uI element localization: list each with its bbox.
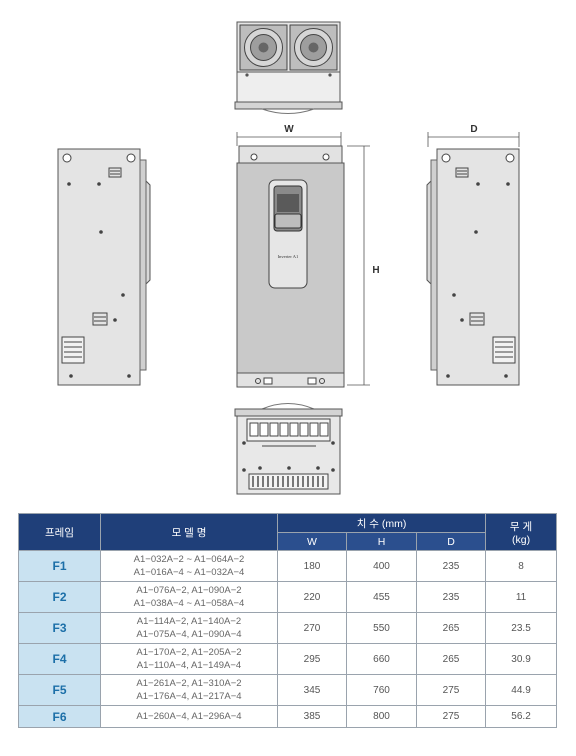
top-view bbox=[234, 21, 343, 114]
w-cell: 295 bbox=[277, 643, 347, 675]
bottom-view bbox=[234, 403, 343, 495]
model-line: A1−114A−2, A1−140A−2 bbox=[136, 616, 242, 627]
header-d: D bbox=[415, 532, 487, 551]
w-cell: 180 bbox=[277, 550, 347, 582]
header-frame: 프레임 bbox=[18, 513, 101, 551]
weight-cell: 56.2 bbox=[485, 705, 558, 728]
h-cell: 800 bbox=[346, 705, 417, 728]
h-cell: 455 bbox=[346, 581, 417, 613]
fan-left-icon bbox=[239, 24, 288, 71]
model-line: A1−170A−2, A1−205A−2 bbox=[136, 647, 242, 658]
header-w: W bbox=[277, 532, 347, 551]
header-model: 모 델 명 bbox=[100, 513, 278, 551]
weight-cell: 44.9 bbox=[485, 674, 558, 706]
inverter-outline-drawing: W Inverter A1 H bbox=[57, 21, 520, 495]
weight-cell: 30.9 bbox=[485, 643, 558, 675]
header-weight: 무 게 (kg) bbox=[485, 513, 558, 551]
header-weight-unit: (kg) bbox=[511, 533, 531, 546]
front-view: Inverter A1 bbox=[236, 145, 345, 388]
model-line: A1−076A−2, A1−090A−2 bbox=[136, 585, 242, 596]
dim-d-label: D bbox=[470, 124, 477, 135]
model-line: A1−176A−4, A1−217A−4 bbox=[136, 691, 242, 702]
h-cell: 760 bbox=[346, 674, 417, 706]
table-row: F6 A1−260A−4, A1−296A−4 385 800 275 56.2 bbox=[18, 705, 558, 728]
w-cell: 270 bbox=[277, 612, 347, 644]
d-cell: 265 bbox=[415, 612, 487, 644]
w-cell: 345 bbox=[277, 674, 347, 706]
width-dimension: W bbox=[236, 124, 342, 146]
weight-cell: 8 bbox=[485, 550, 558, 582]
frame-cell: F5 bbox=[18, 674, 101, 706]
d-cell: 275 bbox=[415, 674, 487, 706]
dimensions-table: 프레임 모 델 명 치 수 (mm) 무 게 (kg) W H D F1 A1−… bbox=[18, 513, 558, 728]
fan-right-icon bbox=[289, 24, 338, 71]
dim-w-label: W bbox=[284, 124, 294, 135]
d-cell: 265 bbox=[415, 643, 487, 675]
depth-dimension: D bbox=[427, 124, 520, 147]
frame-cell: F4 bbox=[18, 643, 101, 675]
d-cell: 235 bbox=[415, 550, 487, 582]
h-cell: 400 bbox=[346, 550, 417, 582]
table-subheader-row: W H D bbox=[19, 532, 557, 551]
d-cell: 235 bbox=[415, 581, 487, 613]
model-line: A1−032A−2 ~ A1−064A−2 bbox=[133, 554, 245, 565]
weight-cell: 11 bbox=[485, 581, 558, 613]
dim-h-label: H bbox=[372, 265, 379, 276]
d-cell: 275 bbox=[415, 705, 487, 728]
model-line: A1−038A−4 ~ A1−058A−4 bbox=[133, 598, 245, 609]
header-weight-label: 무 게 bbox=[509, 520, 533, 533]
frame-cell: F3 bbox=[18, 612, 101, 644]
header-h: H bbox=[346, 532, 417, 551]
left-side-view bbox=[57, 148, 151, 386]
right-side-view bbox=[426, 148, 520, 386]
table-header-row: 프레임 모 델 명 치 수 (mm) 무 게 (kg) bbox=[18, 513, 558, 551]
height-dimension: H bbox=[347, 145, 380, 386]
model-line: A1−075A−4, A1−090A−4 bbox=[136, 629, 242, 640]
frame-cell: F6 bbox=[18, 705, 101, 728]
w-cell: 385 bbox=[277, 705, 347, 728]
model-cell: A1−260A−4, A1−296A−4 bbox=[100, 705, 278, 728]
model-line: A1−016A−4 ~ A1−032A−4 bbox=[133, 567, 245, 578]
header-dimensions: 치 수 (mm) bbox=[276, 513, 487, 533]
model-line: A1−261A−2, A1−310A−2 bbox=[136, 678, 242, 689]
weight-cell: 23.5 bbox=[485, 612, 558, 644]
frame-cell: F2 bbox=[18, 581, 101, 613]
frame-cell: F1 bbox=[18, 550, 101, 582]
h-cell: 550 bbox=[346, 612, 417, 644]
keypad-brand-text: Inverter A1 bbox=[278, 254, 299, 259]
w-cell: 220 bbox=[277, 581, 347, 613]
h-cell: 660 bbox=[346, 643, 417, 675]
keypad-display: Inverter A1 bbox=[268, 179, 308, 289]
model-line: A1−110A−4, A1−149A−4 bbox=[136, 660, 242, 671]
